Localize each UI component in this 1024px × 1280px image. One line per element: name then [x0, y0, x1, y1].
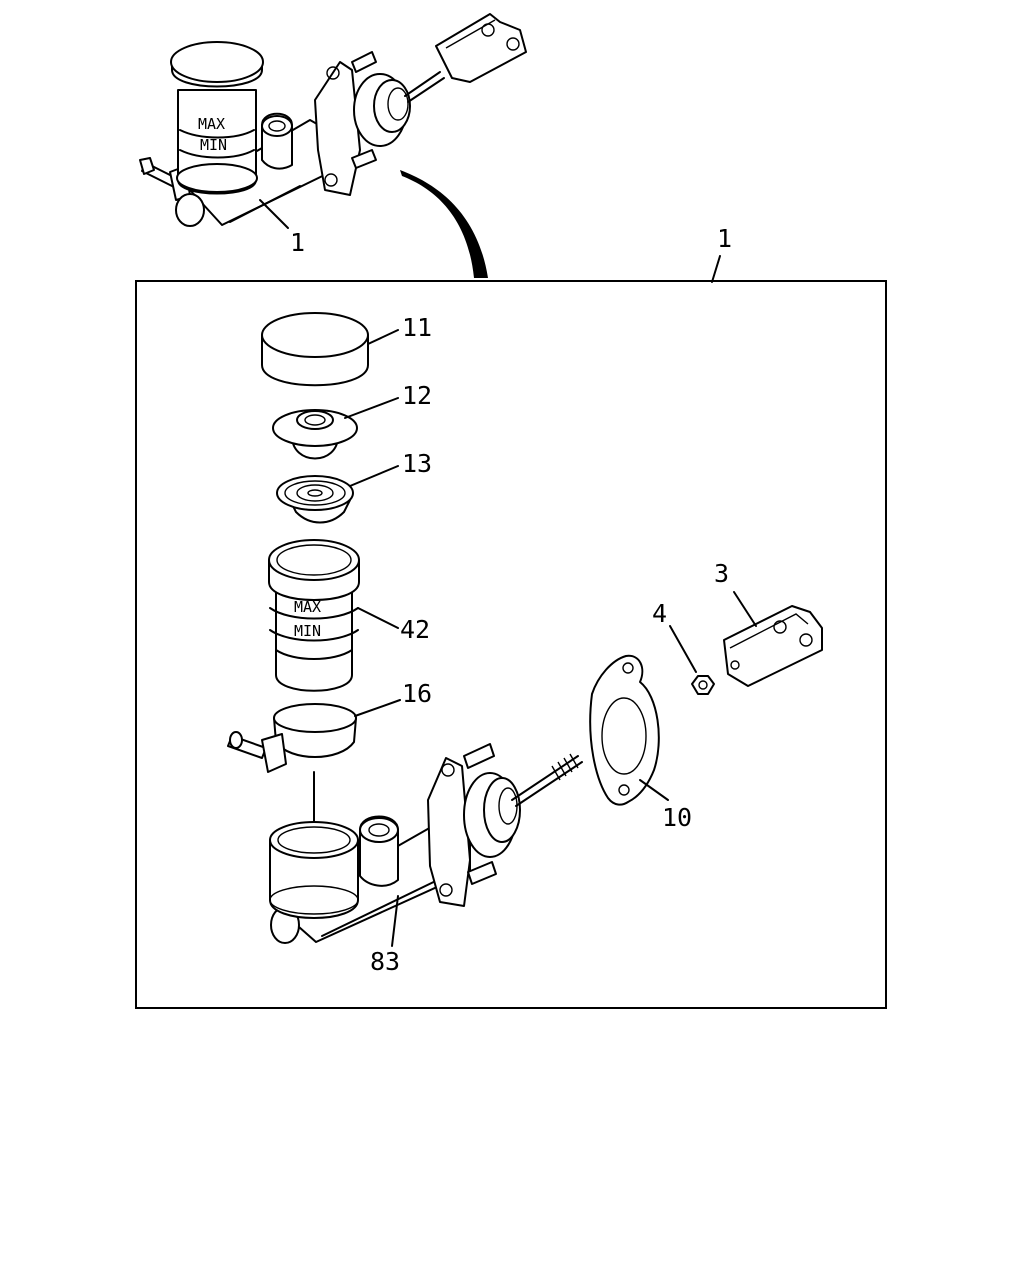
top-max-mark: MAX — [198, 115, 225, 133]
assembled-master-cylinder: MAX MIN 1 — [139, 13, 527, 257]
callout-cylinder-body: 83 — [370, 947, 400, 976]
nut — [669, 625, 715, 695]
callout-diaphragm-plate: 12 — [402, 381, 432, 410]
callout-top-assembly: 1 — [290, 228, 305, 257]
cylinder-body — [269, 743, 583, 947]
parts-frame — [135, 280, 887, 1009]
reservoir-band — [227, 699, 401, 773]
callout-reservoir-band: 16 — [402, 679, 432, 708]
assembly-curve-arrow — [400, 170, 488, 278]
max-mark: MAX — [294, 598, 321, 616]
min-mark: MIN — [294, 622, 321, 640]
top-cylinder-body — [175, 51, 411, 227]
top-min-mark: MIN — [200, 136, 227, 154]
gasket — [589, 654, 669, 806]
diaphragm — [276, 465, 399, 524]
callout-diaphragm: 13 — [402, 449, 432, 478]
top-reservoir: MAX MIN — [170, 41, 264, 195]
callout-reservoir-cap: 11 — [402, 313, 432, 342]
callout-clevis: 3 — [714, 559, 729, 588]
callout-gasket: 10 — [662, 803, 692, 832]
reservoir-cap — [261, 312, 399, 387]
callout-box-assembly: 1 — [717, 224, 732, 253]
reservoir: MAX MIN — [268, 539, 399, 692]
callout-nut: 4 — [652, 599, 667, 628]
top-push-rod-and-clevis — [404, 13, 527, 103]
diaphragm-plate — [272, 397, 399, 460]
callout-reservoir: 42 — [400, 615, 430, 644]
clevis — [723, 591, 823, 687]
